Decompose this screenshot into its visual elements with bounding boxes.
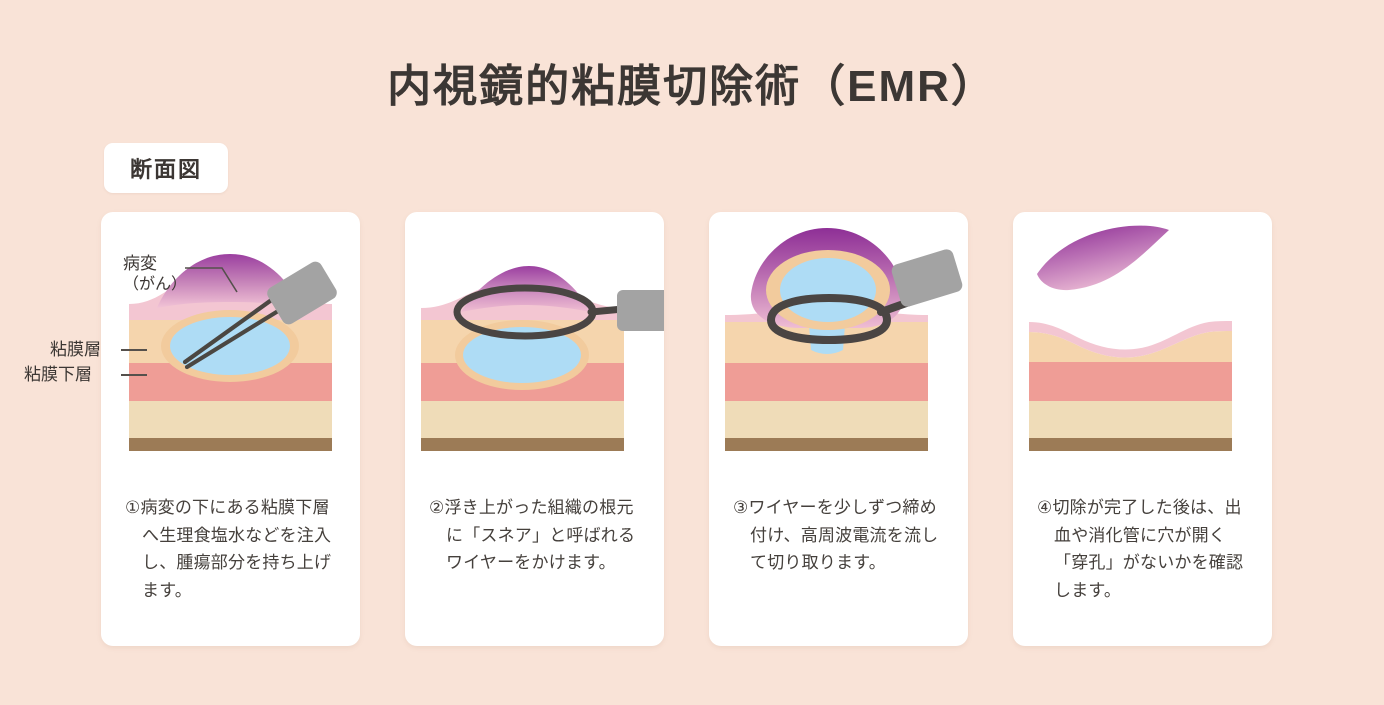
step-caption-2: ②浮き上がった組織の根元に「スネア」と呼ばれるワイヤーをかけます。 [429,498,636,573]
tissue-layers [1029,321,1232,451]
endoscope-handle-icon [617,290,664,331]
endoscope-handle-icon [891,249,963,307]
figure-snare-tightening-electrocautery [709,212,968,474]
step-card-2: ②浮き上がった組織の根元に「スネア」と呼ばれるワイヤーをかけます。 [405,212,664,646]
step-card-1: ①病変の下にある粘膜下層へ生理食塩水などを注入し、腫瘍部分を持ち上げます。 [101,212,360,646]
page-title: 内視鏡的粘膜切除術（EMR） [387,62,997,111]
label-mucosa: 粘膜層 [50,340,101,359]
label-submucosa: 粘膜下層 [24,365,92,384]
endoscope-handle-icon [267,261,337,325]
injection-needle-icon [182,293,286,370]
snare-loop-icon [766,293,892,345]
step-caption-1: ①病変の下にある粘膜下層へ生理食塩水などを注入し、腫瘍部分を持ち上げます。 [125,498,332,600]
saline-bleb [463,327,581,383]
step-card-4: ④切除が完了した後は、出血や消化管に穴が開く「穿孔」がないかを確認します。 [1013,212,1272,646]
figure-injection-needle-lifting-lesion [101,212,360,474]
figure-resected-specimen-and-crater [1013,212,1272,474]
figure-snare-wire-around-base [405,212,664,474]
step-caption-4: ④切除が完了した後は、出血や消化管に穴が開く「穿孔」がないかを確認します。 [1037,498,1244,600]
resected-specimen [1037,225,1169,291]
section-badge-cross-section: 断面図 [104,143,229,193]
step-caption-3: ③ワイヤーを少しずつ締め付け、高周波電流を流して切り取ります。 [733,498,939,573]
steps-row: ①病変の下にある粘膜下層へ生理食塩水などを注入し、腫瘍部分を持ち上げます。 [101,212,1289,646]
saline-bleb [780,258,876,322]
step-card-3: ③ワイヤーを少しずつ締め付け、高周波電流を流して切り取ります。 [709,212,968,646]
